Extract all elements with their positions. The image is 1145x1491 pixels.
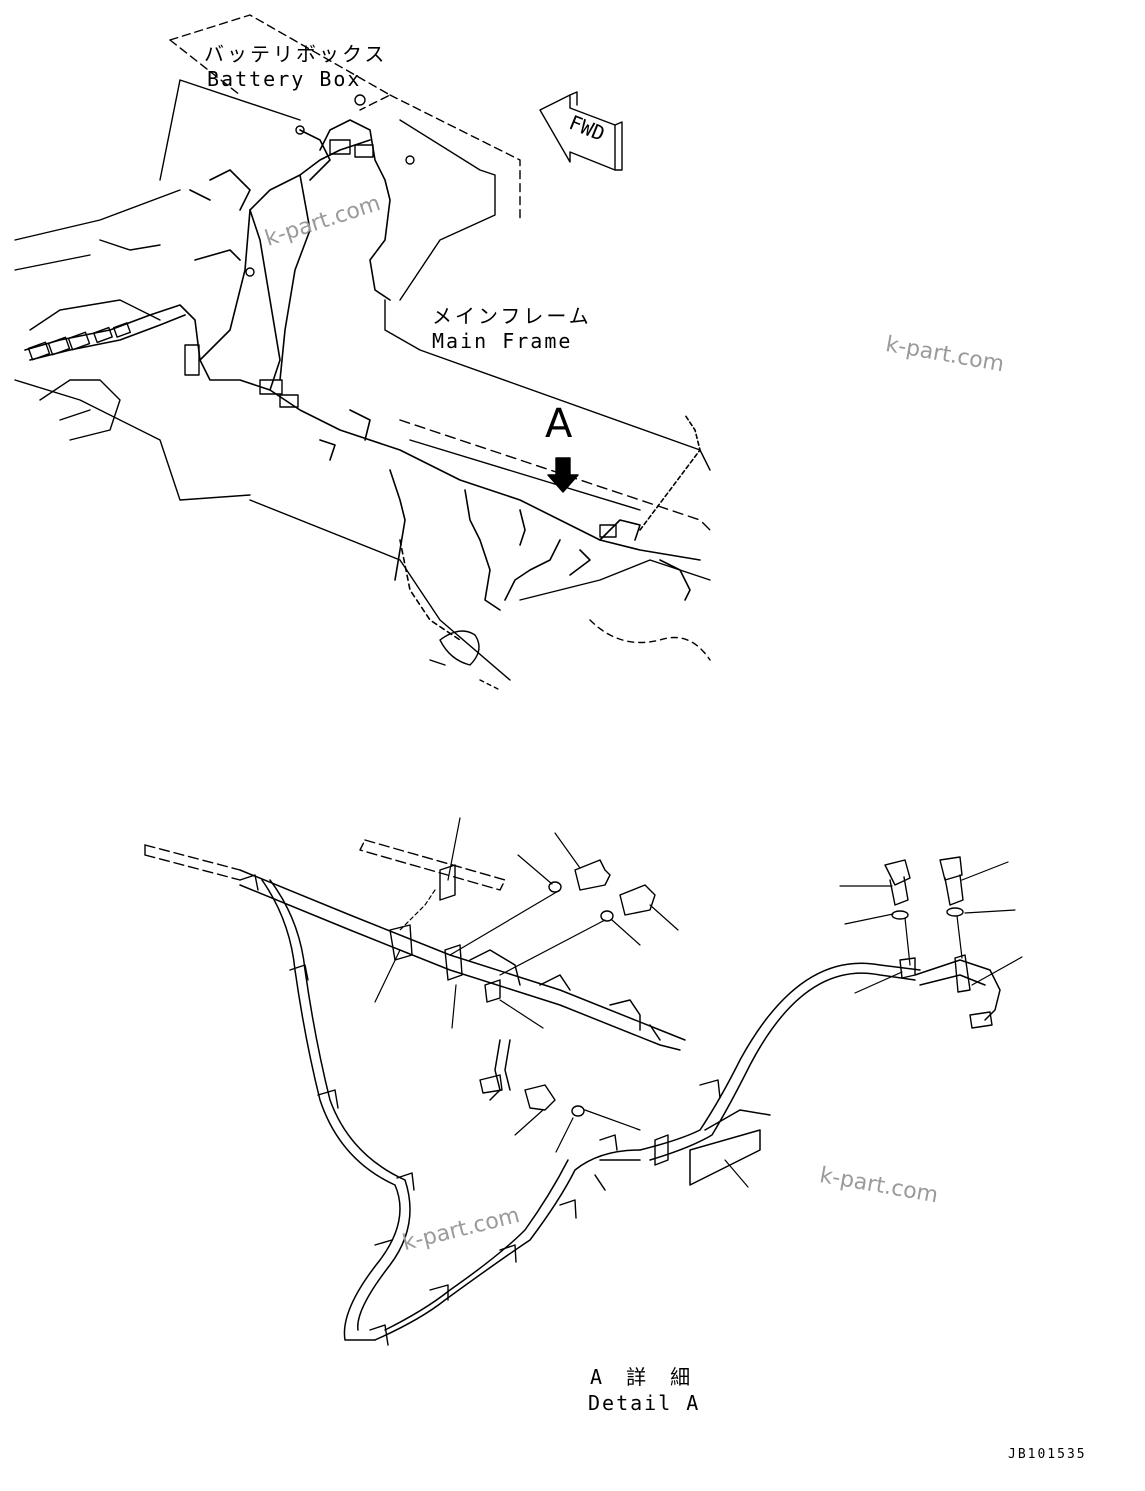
detail-a-label-jp: A 詳 細 — [590, 1365, 697, 1389]
connector-clusters — [27, 94, 617, 538]
battery-box-outline — [169, 14, 521, 221]
detail-clamps — [239, 864, 993, 1346]
battery-box-label-en: Battery Box — [207, 67, 362, 91]
detail-branch-harness — [261, 879, 1001, 1341]
detail-bolts-washers — [524, 856, 964, 1117]
main-frame-outline — [14, 79, 711, 691]
detail-leader-lines — [374, 817, 1023, 1188]
detail-frame-strips — [144, 839, 506, 891]
detail-main-tube — [239, 869, 686, 1051]
detail-a-label-en: Detail A — [588, 1391, 701, 1415]
fwd-arrow — [539, 91, 623, 171]
view-a-arrow — [547, 457, 579, 493]
drawing-code: JB101535 — [1008, 1447, 1087, 1462]
battery-box-label-jp: バッテリボックス — [204, 42, 388, 66]
view-a-letter: A — [545, 401, 573, 447]
main-frame-label-en: Main Frame — [432, 329, 573, 353]
main-frame-label-jp: メインフレーム — [432, 304, 592, 328]
